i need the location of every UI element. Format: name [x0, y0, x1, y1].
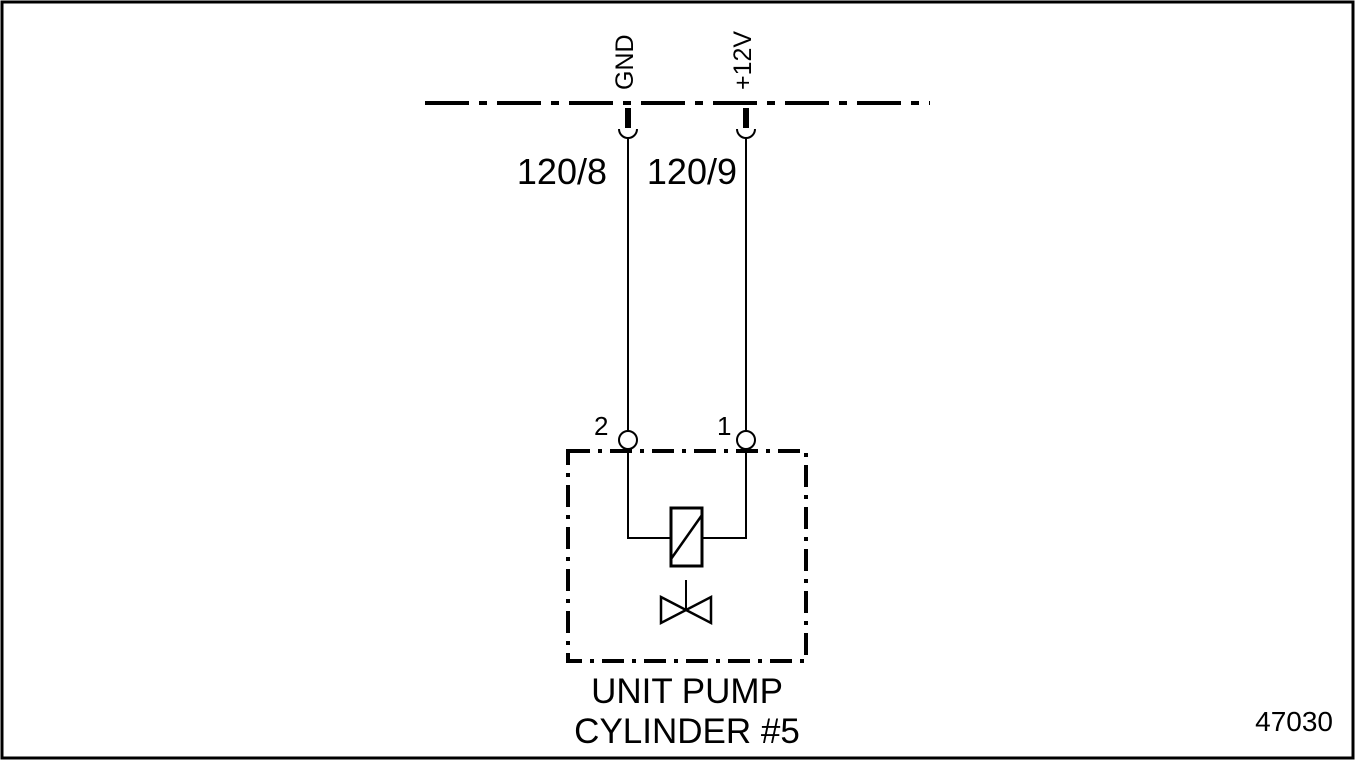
figure-number: 47030: [1255, 706, 1333, 737]
pin-terminal-1: [736, 430, 756, 450]
internal-wire-right: [702, 449, 747, 539]
internal-wire-left: [627, 449, 671, 539]
pin-terminal-2: [618, 430, 638, 450]
bus-label-12v: +12V: [729, 31, 757, 90]
solenoid-valve-icon: [659, 594, 713, 626]
pin-label-1: 1: [717, 411, 731, 441]
connector-12v-icon: [736, 108, 756, 139]
component-label-line2: CYLINDER #5: [574, 712, 800, 751]
unit-pump-box: [566, 449, 808, 663]
solenoid-coil-icon: [669, 506, 704, 568]
bus-label-gnd: GND: [611, 34, 639, 90]
connector-gnd-icon: [618, 108, 638, 139]
component-label-line1: UNIT PUMP: [591, 672, 783, 711]
wire-label-120-9: 120/9: [647, 151, 737, 192]
wire-label-120-8: 120/8: [517, 151, 607, 192]
pin-label-2: 2: [594, 411, 608, 441]
